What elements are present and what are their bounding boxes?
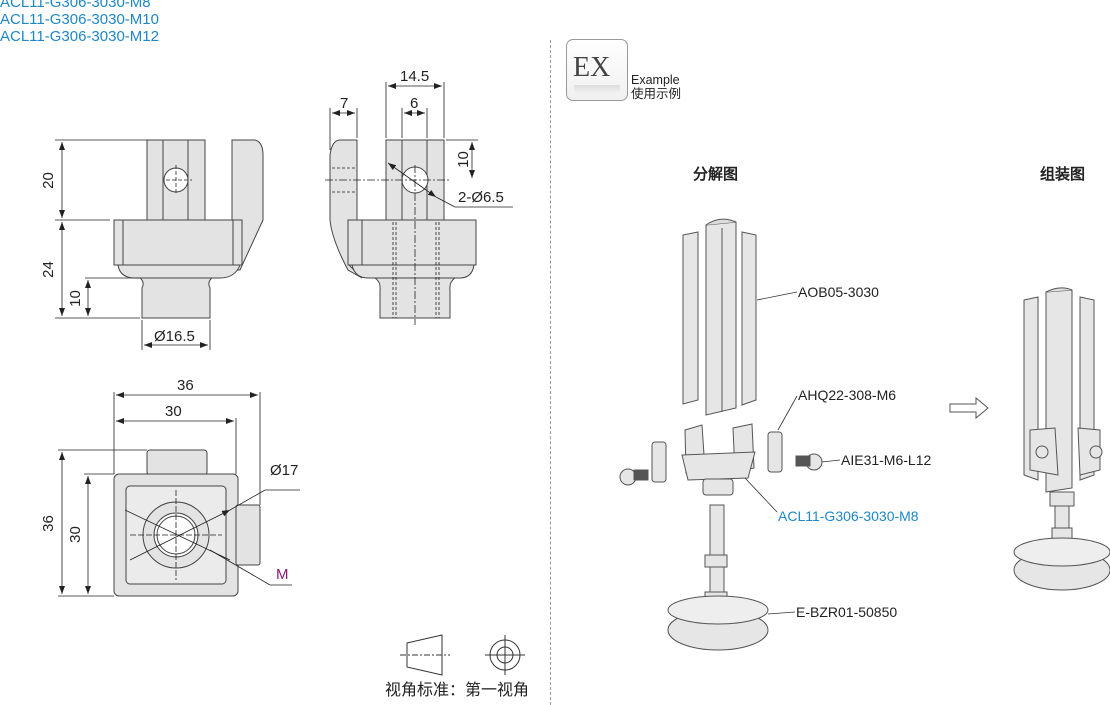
dim-flange-width: 7 xyxy=(340,95,349,112)
callout-foot: E-BZR01-50850 xyxy=(796,604,898,620)
callout-connector[interactable]: ACL11-G306-3030-M8 xyxy=(778,508,919,524)
example-badge-reflection xyxy=(574,85,620,93)
dim-neck-diameter: Ø16.5 xyxy=(154,328,195,345)
assembled-drawing xyxy=(1013,287,1110,591)
bottom-view xyxy=(113,449,261,597)
callout-profile: AOB05-3030 xyxy=(798,284,879,300)
dim-bore: Ø17 xyxy=(270,462,299,479)
example-label-en: Example xyxy=(631,73,680,87)
dim-height-neck: 10 xyxy=(66,290,84,307)
exploded-title: 分解图 xyxy=(693,166,739,183)
dim-total-width: 14.5 xyxy=(400,68,430,85)
dim-inner-width: 30 xyxy=(165,403,182,420)
projection-label: 视角标准：第一视角 xyxy=(385,682,530,699)
front-view xyxy=(113,139,264,319)
dim-outer-width: 36 xyxy=(177,377,194,394)
dim-hole-spec: 2-Ø6.5 xyxy=(458,189,504,206)
arrow-right-icon xyxy=(949,396,989,420)
dim-slot-width: 6 xyxy=(410,95,419,112)
dim-outer-height: 36 xyxy=(39,515,57,532)
example-label-cn: 使用示例 xyxy=(631,87,682,101)
dim-thread: M xyxy=(276,566,289,583)
model-item[interactable]: ACL11-G306-3030-M8 xyxy=(0,0,151,11)
section-divider xyxy=(550,40,551,705)
example-label: Example 使用示例 xyxy=(631,73,681,101)
dim-inner-height: 30 xyxy=(66,526,84,543)
dim-hole-offset: 10 xyxy=(454,151,472,168)
assembled-title: 组装图 xyxy=(1040,166,1086,183)
callout-screw: AIE31-M6-L12 xyxy=(841,452,932,468)
model-item[interactable]: ACL11-G306-3030-M12 xyxy=(0,28,159,45)
example-badge-text: EX xyxy=(573,52,611,83)
model-item[interactable]: ACL11-G306-3030-M10 xyxy=(0,11,159,28)
dim-height-body: 24 xyxy=(39,261,57,278)
model-list: ACL11-G306-3030-M8 ACL11-G306-3030-M10 A… xyxy=(0,0,159,45)
projection-symbol xyxy=(400,634,525,676)
exploded-drawing xyxy=(619,218,823,651)
callout-nut: AHQ22-308-M6 xyxy=(798,387,897,403)
dim-height-top: 20 xyxy=(39,172,57,189)
